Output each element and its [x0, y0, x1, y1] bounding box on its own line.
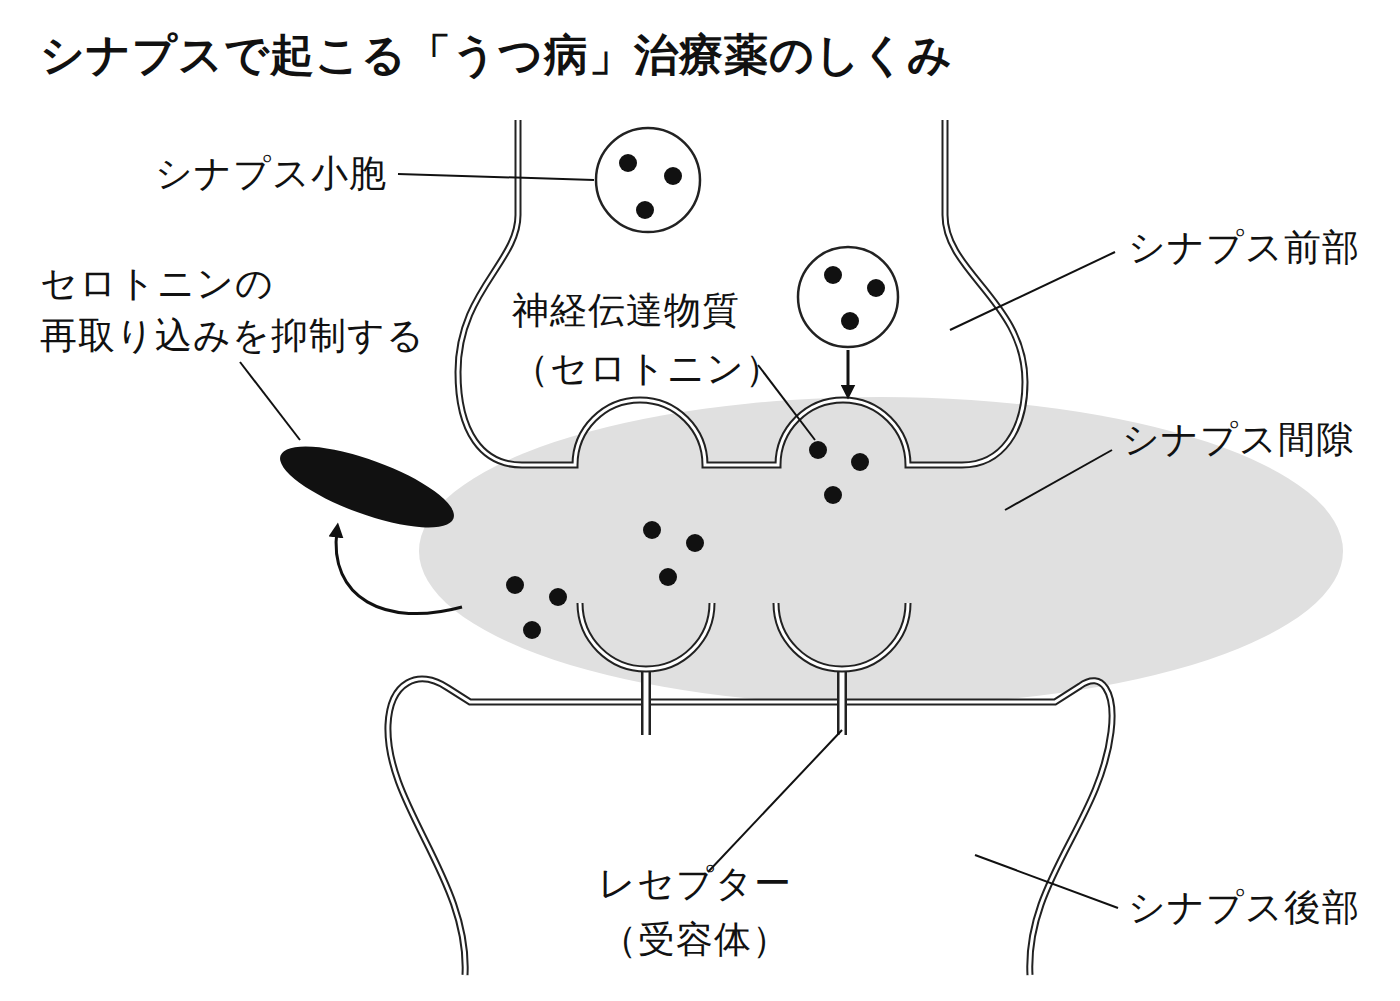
- synaptic-vesicle: [798, 247, 898, 347]
- membrane-outline: [388, 120, 1112, 975]
- part-label: シナプス後部: [1128, 882, 1360, 934]
- receptor-symbol: [580, 603, 908, 735]
- diagram-title: シナプスで起こる「うつ病」治療薬のしくみ: [40, 28, 953, 82]
- leader-line: [240, 174, 1118, 908]
- synaptic-vesicle: [596, 128, 700, 232]
- reuptake-arrow: [336, 530, 462, 614]
- part-label: セロトニンの 再取り込みを抑制する: [40, 258, 425, 362]
- serotonin-dot: [506, 154, 885, 639]
- part-label: レセプター （受容体）: [598, 856, 792, 968]
- release-arrow: [847, 350, 850, 392]
- part-label: 神経伝達物質 （セロトニン）: [512, 282, 783, 398]
- part-label: シナプス間隙: [1122, 414, 1354, 466]
- part-label: シナプス前部: [1128, 222, 1360, 274]
- part-label: シナプス小胞: [155, 148, 387, 200]
- reuptake-inhibitor: [271, 430, 462, 544]
